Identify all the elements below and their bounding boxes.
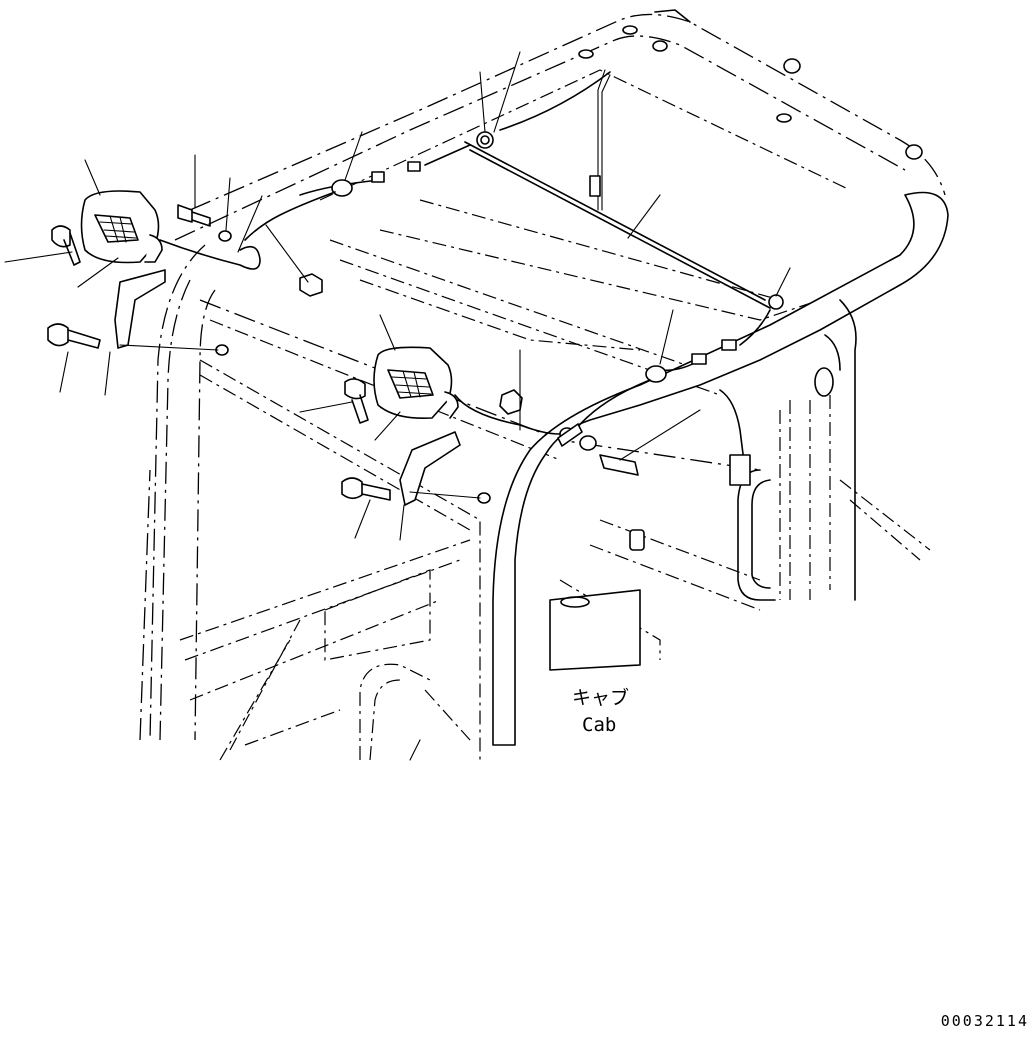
- left-work-lamp: [80, 190, 163, 264]
- cab-label-jp: キャブ: [572, 686, 629, 709]
- roof-rear-bar: [492, 191, 949, 746]
- front-frame: [139, 244, 481, 761]
- wire-harness: [159, 69, 784, 435]
- leader-lines: [4, 51, 791, 761]
- roof-details: [578, 9, 923, 160]
- right-work-lamp: [373, 346, 459, 420]
- cab-label: キャブ Cab: [572, 686, 629, 736]
- cab-label-en: Cab: [582, 714, 616, 736]
- drawing-number: 00032114: [940, 1012, 1029, 1030]
- right-side-frame: [549, 395, 931, 671]
- lamp-brackets: [114, 269, 461, 506]
